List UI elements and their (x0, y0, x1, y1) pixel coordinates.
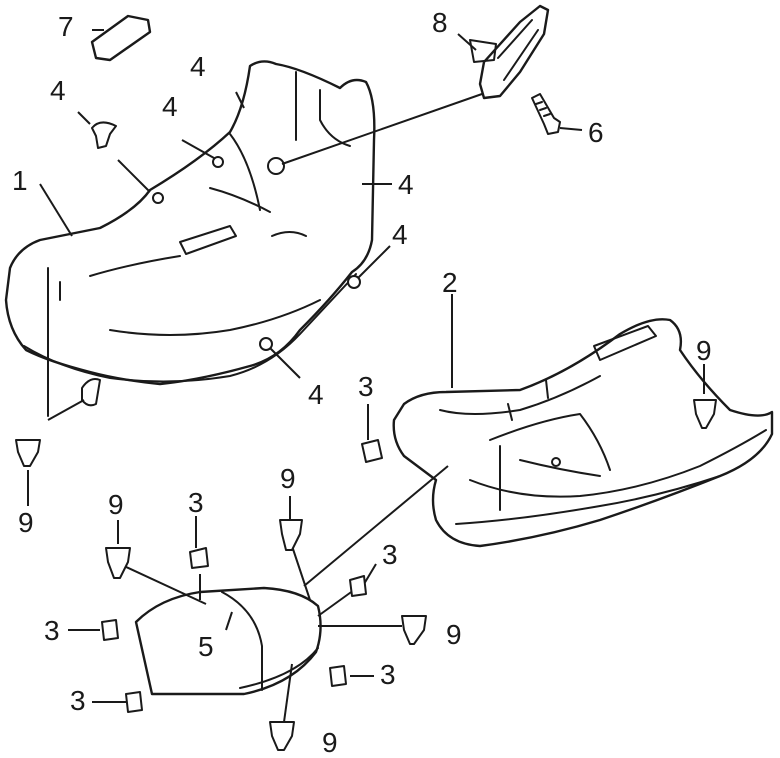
callout-labels: 7 8 4 4 4 6 1 4 4 2 9 3 4 9 9 9 3 3 3 9 … (12, 7, 712, 758)
callout-4: 4 (190, 51, 206, 82)
clip-3-mid (189, 547, 209, 569)
callout-4: 4 (308, 379, 324, 410)
callout-4: 4 (162, 91, 178, 122)
callout-9: 9 (696, 335, 712, 366)
callout-9: 9 (18, 507, 34, 538)
part-2-lower-shroud (392, 318, 774, 548)
callout-3: 3 (382, 539, 398, 570)
part-8-bracket (469, 4, 550, 100)
part-6-screw (531, 93, 561, 135)
rivet-9-center (279, 519, 303, 551)
fastener-screw-4 (91, 121, 117, 149)
callout-8: 8 (432, 7, 448, 38)
clip-3-right (349, 575, 367, 597)
clip-3-bottom-right (329, 665, 347, 687)
callout-7: 7 (58, 11, 74, 42)
clip-3-bottom-left (125, 691, 143, 713)
clip-3-left (101, 619, 119, 641)
callout-9: 9 (446, 619, 462, 650)
rivet-9-shroud (693, 399, 717, 429)
leader-lines (27, 29, 705, 723)
rivet-9-right-cover (401, 615, 427, 645)
callout-5: 5 (198, 631, 214, 662)
clip-3-top (361, 439, 383, 463)
callout-3: 3 (188, 487, 204, 518)
callout-3: 3 (358, 371, 374, 402)
rivet-9-mid-left (105, 547, 131, 579)
part-5-lower-cover (134, 586, 322, 696)
callout-1: 1 (12, 165, 28, 196)
rivet-9-bottom (269, 721, 295, 751)
callout-3: 3 (44, 615, 60, 646)
callout-4: 4 (398, 169, 414, 200)
part-7-pad (90, 14, 152, 62)
callout-9: 9 (322, 727, 338, 758)
callout-2: 2 (442, 267, 458, 298)
callout-4: 4 (50, 75, 66, 106)
rivet-9-left (15, 439, 41, 467)
callout-4: 4 (392, 219, 408, 250)
part-1-front-shroud (4, 60, 376, 417)
callout-3: 3 (380, 659, 396, 690)
callout-9: 9 (108, 489, 124, 520)
callout-9: 9 (280, 463, 296, 494)
callout-3: 3 (70, 685, 86, 716)
callout-6: 6 (588, 117, 604, 148)
